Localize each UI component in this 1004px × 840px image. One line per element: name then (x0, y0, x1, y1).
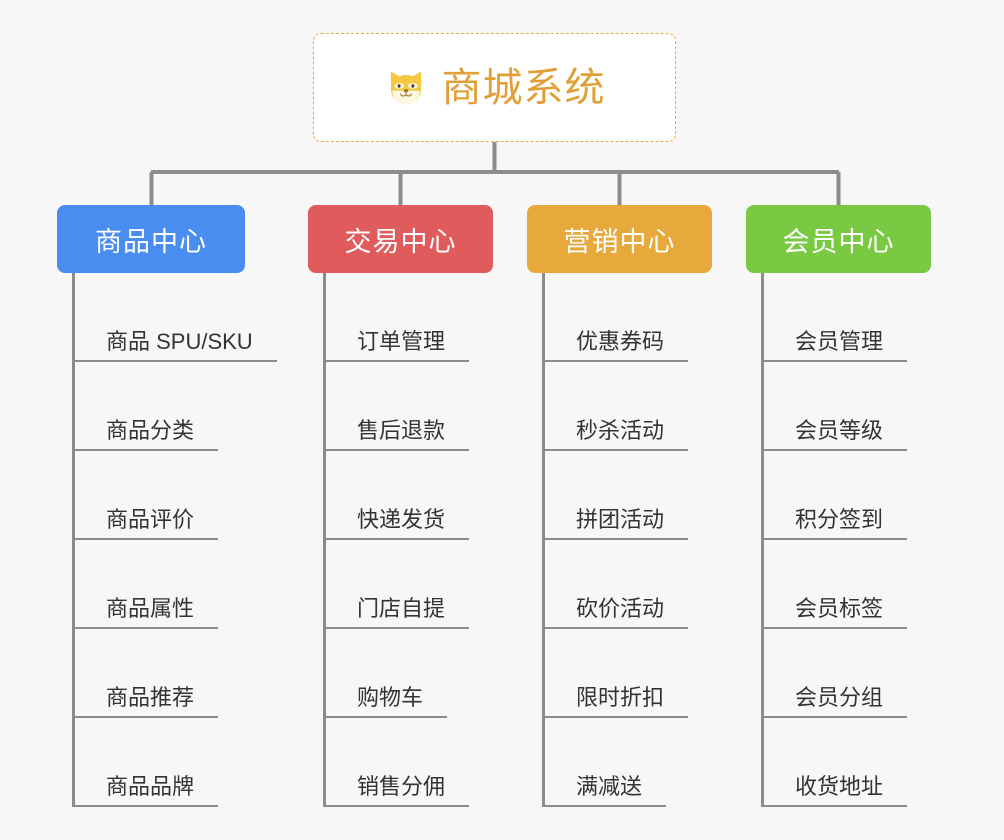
leaf-label: 会员分组 (761, 685, 908, 718)
list-item[interactable]: 会员管理 (761, 273, 908, 362)
list-item[interactable]: 会员分组 (761, 629, 908, 718)
list-item[interactable]: 优惠券码 (542, 273, 689, 362)
leaf-label: 优惠券码 (542, 329, 689, 362)
leaf-label: 拼团活动 (542, 507, 689, 540)
leaf-label: 会员等级 (761, 418, 908, 451)
leaf-label: 快递发货 (323, 507, 470, 540)
leaf-label: 商品推荐 (72, 685, 219, 718)
list-item[interactable]: 砍价活动 (542, 540, 689, 629)
list-item[interactable]: 满减送 (542, 718, 667, 807)
list-item[interactable]: 售后退款 (323, 362, 470, 451)
root-node-content: 商城系统 (384, 66, 606, 110)
category-box-marketing[interactable]: 营销中心 (527, 205, 712, 273)
list-item[interactable]: 商品评价 (72, 451, 219, 540)
list-item[interactable]: 拼团活动 (542, 451, 689, 540)
leaf-label: 满减送 (542, 774, 667, 807)
leaf-label: 商品品牌 (72, 774, 219, 807)
leaf-label: 订单管理 (323, 329, 470, 362)
list-item[interactable]: 商品推荐 (72, 629, 219, 718)
leaf-label: 会员管理 (761, 329, 908, 362)
root-title: 商城系统 (441, 65, 606, 110)
category-box-trade[interactable]: 交易中心 (308, 205, 493, 273)
leaf-label: 售后退款 (323, 418, 470, 451)
column-spine (323, 273, 326, 807)
list-item[interactable]: 商品 SPU/SKU (72, 273, 277, 362)
list-item[interactable]: 销售分佣 (323, 718, 470, 807)
leaf-label: 限时折扣 (542, 685, 689, 718)
category-box-product[interactable]: 商品中心 (57, 205, 245, 273)
dog-face-icon (384, 66, 428, 110)
leaf-label: 销售分佣 (323, 774, 470, 807)
leaf-label: 商品分类 (72, 418, 219, 451)
list-item[interactable]: 秒杀活动 (542, 362, 689, 451)
list-item[interactable]: 限时折扣 (542, 629, 689, 718)
list-item[interactable]: 会员标签 (761, 540, 908, 629)
category-label: 营销中心 (563, 226, 676, 257)
category-label: 交易中心 (344, 226, 457, 257)
list-item[interactable]: 门店自提 (323, 540, 470, 629)
leaf-label: 商品 SPU/SKU (72, 329, 277, 362)
list-item[interactable]: 积分签到 (761, 451, 908, 540)
leaf-label: 秒杀活动 (542, 418, 689, 451)
leaf-label: 门店自提 (323, 596, 470, 629)
column-spine (72, 273, 75, 807)
list-item[interactable]: 会员等级 (761, 362, 908, 451)
list-item[interactable]: 订单管理 (323, 273, 470, 362)
leaf-label: 会员标签 (761, 596, 908, 629)
list-item[interactable]: 购物车 (323, 629, 448, 718)
list-item[interactable]: 快递发货 (323, 451, 470, 540)
list-item[interactable]: 收货地址 (761, 718, 908, 807)
root-node[interactable]: 商城系统 (313, 33, 676, 142)
leaf-label: 积分签到 (761, 507, 908, 540)
column-spine (761, 273, 764, 807)
category-label: 会员中心 (782, 226, 895, 257)
category-label: 商品中心 (95, 226, 207, 257)
list-item[interactable]: 商品分类 (72, 362, 219, 451)
leaf-label: 购物车 (323, 685, 448, 718)
category-box-member[interactable]: 会员中心 (746, 205, 931, 273)
leaf-label: 收货地址 (761, 774, 908, 807)
leaf-label: 商品属性 (72, 596, 219, 629)
list-item[interactable]: 商品品牌 (72, 718, 219, 807)
list-item[interactable]: 商品属性 (72, 540, 219, 629)
leaf-label: 砍价活动 (542, 596, 689, 629)
column-spine (542, 273, 545, 807)
leaf-label: 商品评价 (72, 507, 219, 540)
